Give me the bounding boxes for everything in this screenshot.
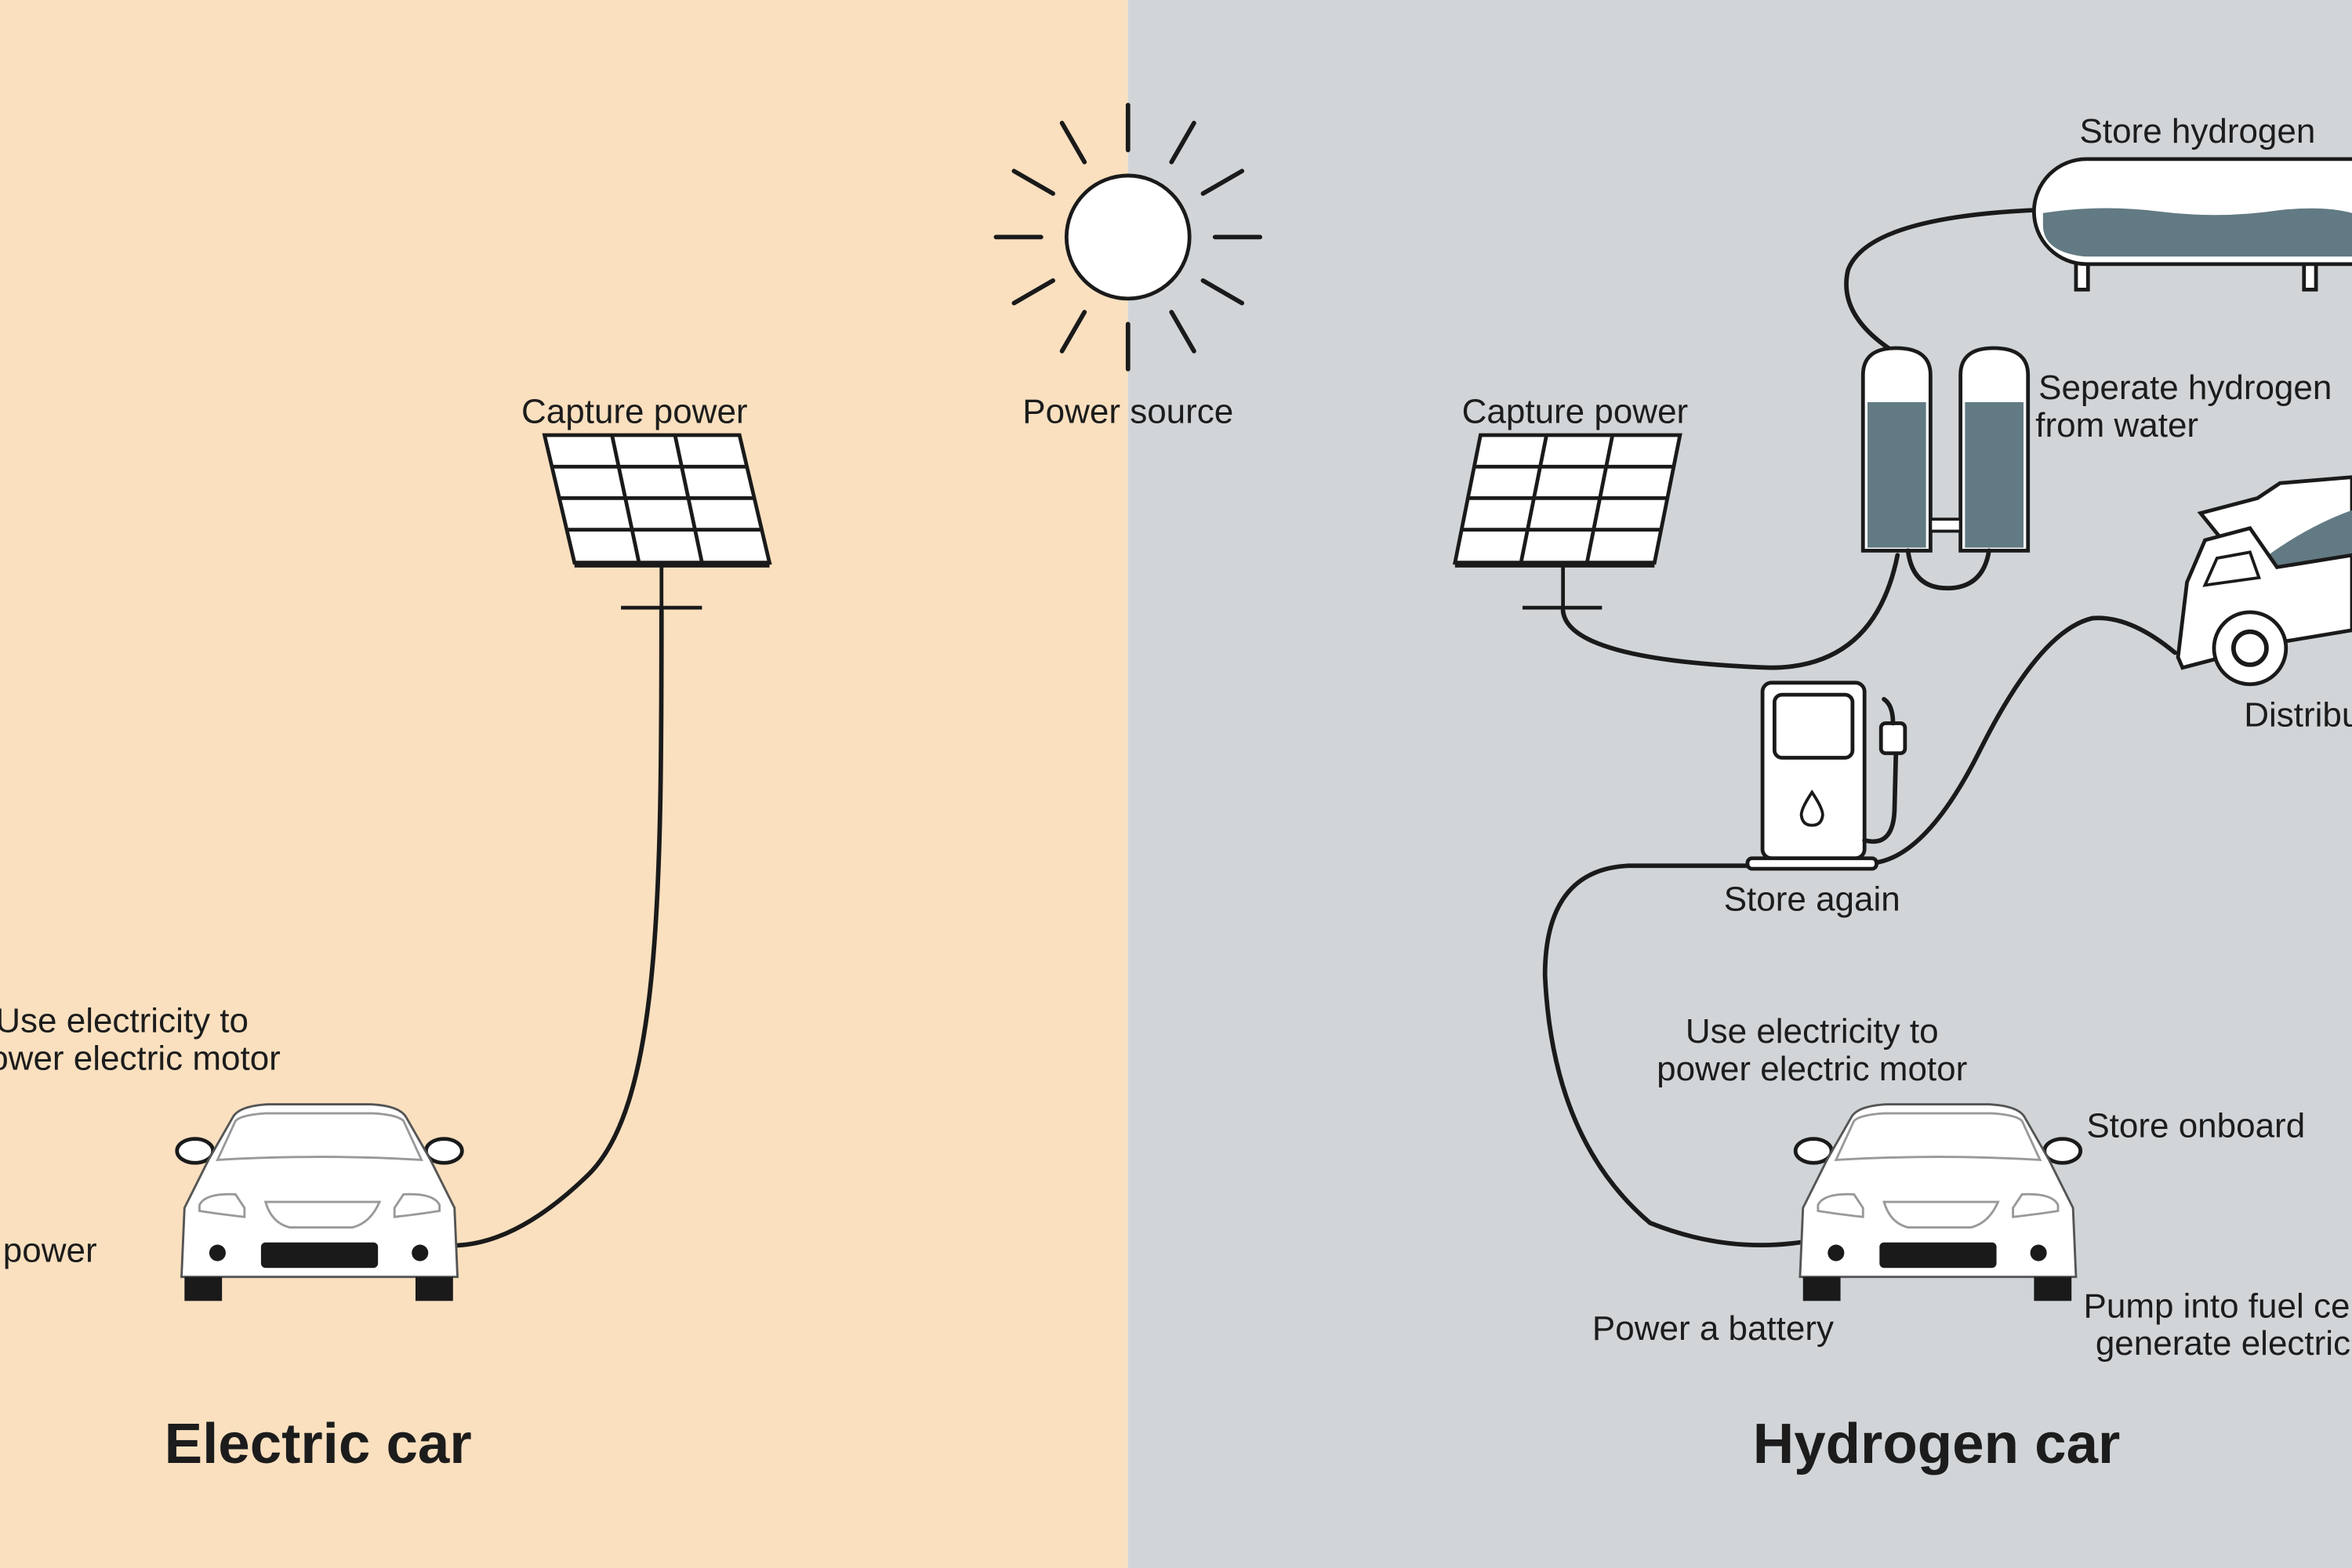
hydrogen-use-label-1: Use electricity to (1686, 1012, 1939, 1051)
electrolyzer-icon (1860, 346, 2031, 591)
storage-tank-icon (2032, 157, 2352, 292)
electric-use-label-2: power electric motor (0, 1040, 281, 1078)
truck-icon (2176, 475, 2352, 687)
hydrogen-capture-label: Capture power (1462, 393, 1689, 431)
electric-store-label: power (3, 1232, 97, 1270)
electric-cable (455, 608, 664, 1248)
hydrogen-cable-electrolyzer-to-storage (1844, 208, 2038, 354)
sun-icon (993, 103, 1263, 372)
store-again-label: Store again (1724, 880, 1900, 919)
solar-panel-icon (1452, 433, 1682, 611)
hydrogen-cable-truck-to-pump (1872, 615, 2178, 866)
power-battery-label: Power a battery (1592, 1309, 1834, 1348)
electric-panel-bg (0, 0, 1128, 1568)
hydrogen-title: Hydrogen car (1753, 1412, 2121, 1475)
solar-panel-icon (542, 433, 772, 611)
distribute-label: Distribute (2244, 695, 2352, 734)
pump-fuel-cell-label-2: generate electricity (2096, 1324, 2352, 1363)
hydrogen-use-label-2: power electric motor (1657, 1050, 1967, 1088)
store-hydrogen-label: Store hydrogen (2080, 112, 2316, 151)
hydrogen-cable-pump-to-car (1542, 863, 1802, 1248)
electric-use-label-1: Use electricity to (0, 1002, 249, 1040)
electric-title: Electric car (165, 1412, 472, 1475)
separate-label-2: from water (2035, 406, 2198, 445)
power-source-label: Power source (1022, 393, 1233, 431)
store-onboard-label: Store onboard (2086, 1107, 2305, 1145)
separate-label-1: Seperate hydrogen (2038, 368, 2332, 407)
pump-fuel-cell-label-1: Pump into fuel cell to (2084, 1287, 2352, 1325)
electric-capture-label: Capture power (521, 393, 748, 431)
fuel-pump-icon (1745, 681, 1907, 871)
hydrogen-cable-panel-to-electrolyzer (1560, 553, 1900, 670)
